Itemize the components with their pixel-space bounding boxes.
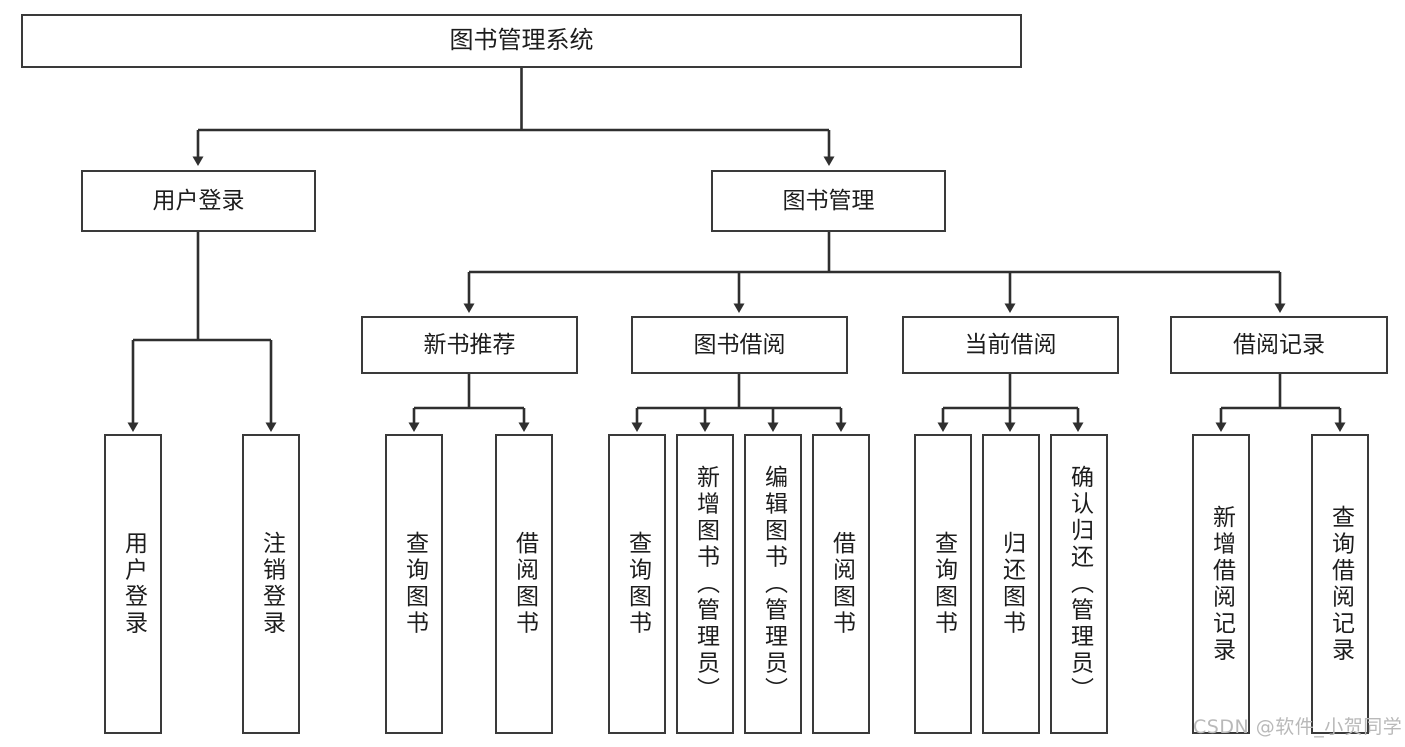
leaf-borrow-query-book[interactable]: 查询图书 — [608, 434, 666, 734]
node-book-borrow[interactable]: 图书借阅 — [631, 316, 848, 374]
leaf-borrow-edit-book[interactable]: 编辑图书（管理员） — [744, 434, 802, 734]
leaf-borrow-add-book-label: 新增图书（管理员） — [692, 464, 719, 704]
node-current-borrow-label: 当前借阅 — [964, 331, 1057, 358]
leaf-borrow-borrow-book-label: 借阅图书 — [828, 531, 855, 637]
leaf-current-confirm-return[interactable]: 确认归还（管理员） — [1050, 434, 1108, 734]
node-borrow-record[interactable]: 借阅记录 — [1170, 316, 1388, 374]
leaf-borrow-borrow-book[interactable]: 借阅图书 — [812, 434, 870, 734]
leaf-new-book-query-label: 查询图书 — [401, 531, 428, 637]
node-borrow-record-label: 借阅记录 — [1233, 331, 1325, 358]
leaf-borrow-add-book[interactable]: 新增图书（管理员） — [676, 434, 734, 734]
leaf-current-return-book-label: 归还图书 — [998, 531, 1025, 637]
leaf-current-confirm-return-label: 确认归还（管理员） — [1066, 464, 1093, 704]
node-book-management[interactable]: 图书管理 — [711, 170, 946, 232]
leaf-user-login-label: 用户登录 — [120, 531, 147, 637]
leaf-record-add-label: 新增借阅记录 — [1208, 504, 1235, 664]
leaf-new-book-borrow[interactable]: 借阅图书 — [495, 434, 553, 734]
node-user-login-label: 用户登录 — [152, 187, 245, 214]
leaf-logout-label: 注销登录 — [258, 531, 285, 637]
leaf-current-query-book-label: 查询图书 — [930, 531, 957, 637]
leaf-borrow-query-book-label: 查询图书 — [624, 531, 651, 637]
leaf-record-query[interactable]: 查询借阅记录 — [1311, 434, 1369, 734]
leaf-current-return-book[interactable]: 归还图书 — [982, 434, 1040, 734]
leaf-new-book-query[interactable]: 查询图书 — [385, 434, 443, 734]
node-new-book-recommend[interactable]: 新书推荐 — [361, 316, 578, 374]
leaf-logout[interactable]: 注销登录 — [242, 434, 300, 734]
leaf-new-book-borrow-label: 借阅图书 — [511, 531, 538, 637]
node-root[interactable]: 图书管理系统 — [21, 14, 1022, 68]
node-book-management-label: 图书管理 — [782, 187, 875, 214]
node-user-login[interactable]: 用户登录 — [81, 170, 316, 232]
leaf-record-query-label: 查询借阅记录 — [1327, 504, 1354, 664]
node-book-borrow-label: 图书借阅 — [693, 331, 786, 358]
node-new-book-recommend-label: 新书推荐 — [423, 331, 516, 358]
leaf-record-add[interactable]: 新增借阅记录 — [1192, 434, 1250, 734]
node-current-borrow[interactable]: 当前借阅 — [902, 316, 1119, 374]
leaf-borrow-edit-book-label: 编辑图书（管理员） — [760, 464, 787, 704]
leaf-user-login[interactable]: 用户登录 — [104, 434, 162, 734]
leaf-current-query-book[interactable]: 查询图书 — [914, 434, 972, 734]
node-root-label: 图书管理系统 — [449, 26, 594, 55]
